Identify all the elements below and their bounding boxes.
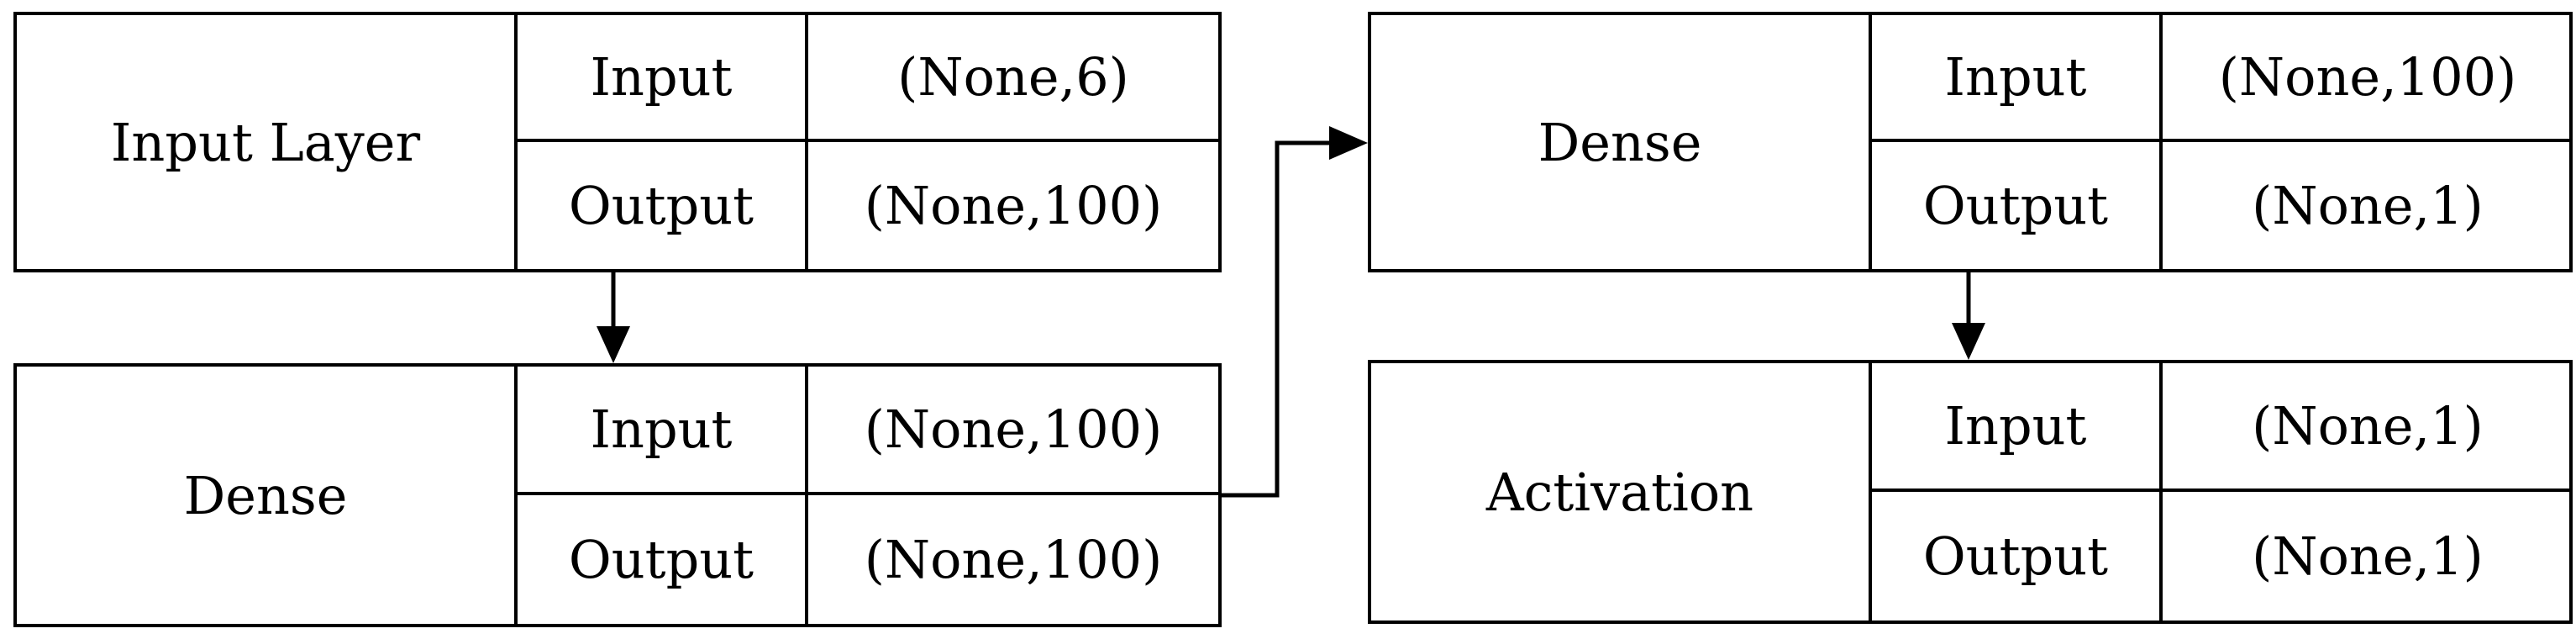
block-dense-1: Dense Input (None,100) Output (None,100) bbox=[13, 363, 1222, 627]
block-activation: Activation Input (None,1) Output (None,1… bbox=[1368, 360, 2573, 624]
output-shape: (None,1) bbox=[2252, 525, 2484, 587]
arrow-dense1-to-dense2 bbox=[1222, 126, 1368, 498]
input-shape: (None,6) bbox=[808, 15, 1218, 142]
input-label: Input bbox=[518, 367, 808, 495]
output-shape: (None,1) bbox=[2252, 175, 2484, 236]
output-shape: (None,100) bbox=[864, 529, 1163, 590]
layer-name: Input Layer bbox=[17, 15, 518, 269]
input-shape: (None,100) bbox=[2163, 15, 2573, 142]
input-label: Input bbox=[518, 15, 808, 142]
output-label: Output bbox=[1872, 142, 2163, 269]
input-label: Input bbox=[1872, 15, 2163, 142]
input-shape: (None,100) bbox=[808, 367, 1218, 495]
layer-name: Activation bbox=[1371, 363, 1872, 621]
output-label: Output bbox=[1872, 492, 2163, 621]
block-input-layer: Input Layer Input (None,6) Output (None,… bbox=[13, 12, 1222, 272]
output-shape: (None,100) bbox=[864, 175, 1163, 236]
layer-name: Dense bbox=[1371, 15, 1872, 269]
block-dense-2: Dense Input (None,100) Output (None,1) bbox=[1368, 12, 2573, 272]
input-label: Input bbox=[1872, 363, 2163, 492]
output-label: Output bbox=[518, 142, 808, 269]
arrow-input-to-dense1 bbox=[597, 272, 630, 363]
layer-name: Dense bbox=[17, 367, 518, 624]
output-label: Output bbox=[518, 495, 808, 624]
arrow-dense2-to-activation bbox=[1952, 272, 1985, 360]
input-shape: (None,1) bbox=[2163, 363, 2573, 492]
